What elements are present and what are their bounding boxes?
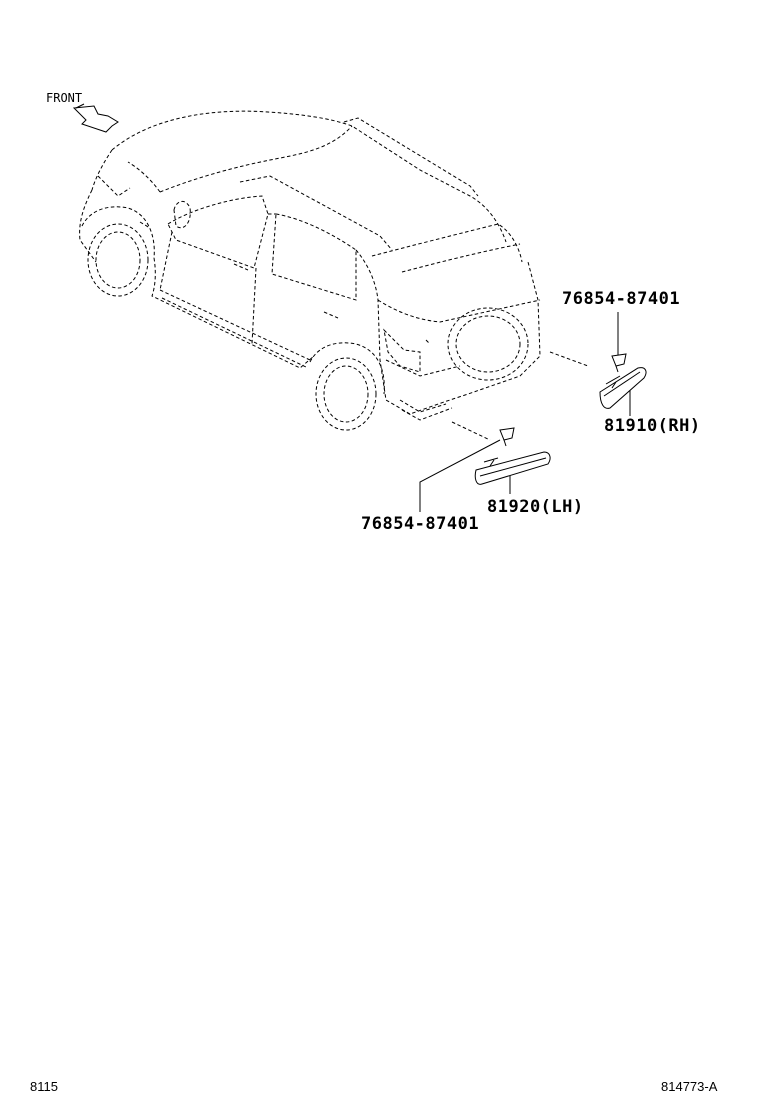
part-number-clip-rh[interactable]: 76854-87401 (562, 289, 681, 309)
front-arrow-icon (72, 103, 119, 133)
clip-lh-icon (499, 427, 515, 447)
front-label: FRONT (46, 91, 83, 105)
reflector-rh-icon (599, 367, 647, 409)
clip-rh-icon (611, 353, 627, 373)
section-code: 8115 (30, 1079, 58, 1094)
reflector-lh-icon (474, 451, 551, 485)
part-number-clip-lh[interactable]: 76854-87401 (361, 514, 480, 534)
part-number-reflector-lh[interactable]: 81920(LH) (487, 497, 584, 517)
vehicle-outline (79, 110, 541, 431)
leader-lines (419, 312, 631, 512)
illustration-id: 814773-A (661, 1079, 718, 1094)
part-number-reflector-rh[interactable]: 81910(RH) (604, 416, 701, 436)
